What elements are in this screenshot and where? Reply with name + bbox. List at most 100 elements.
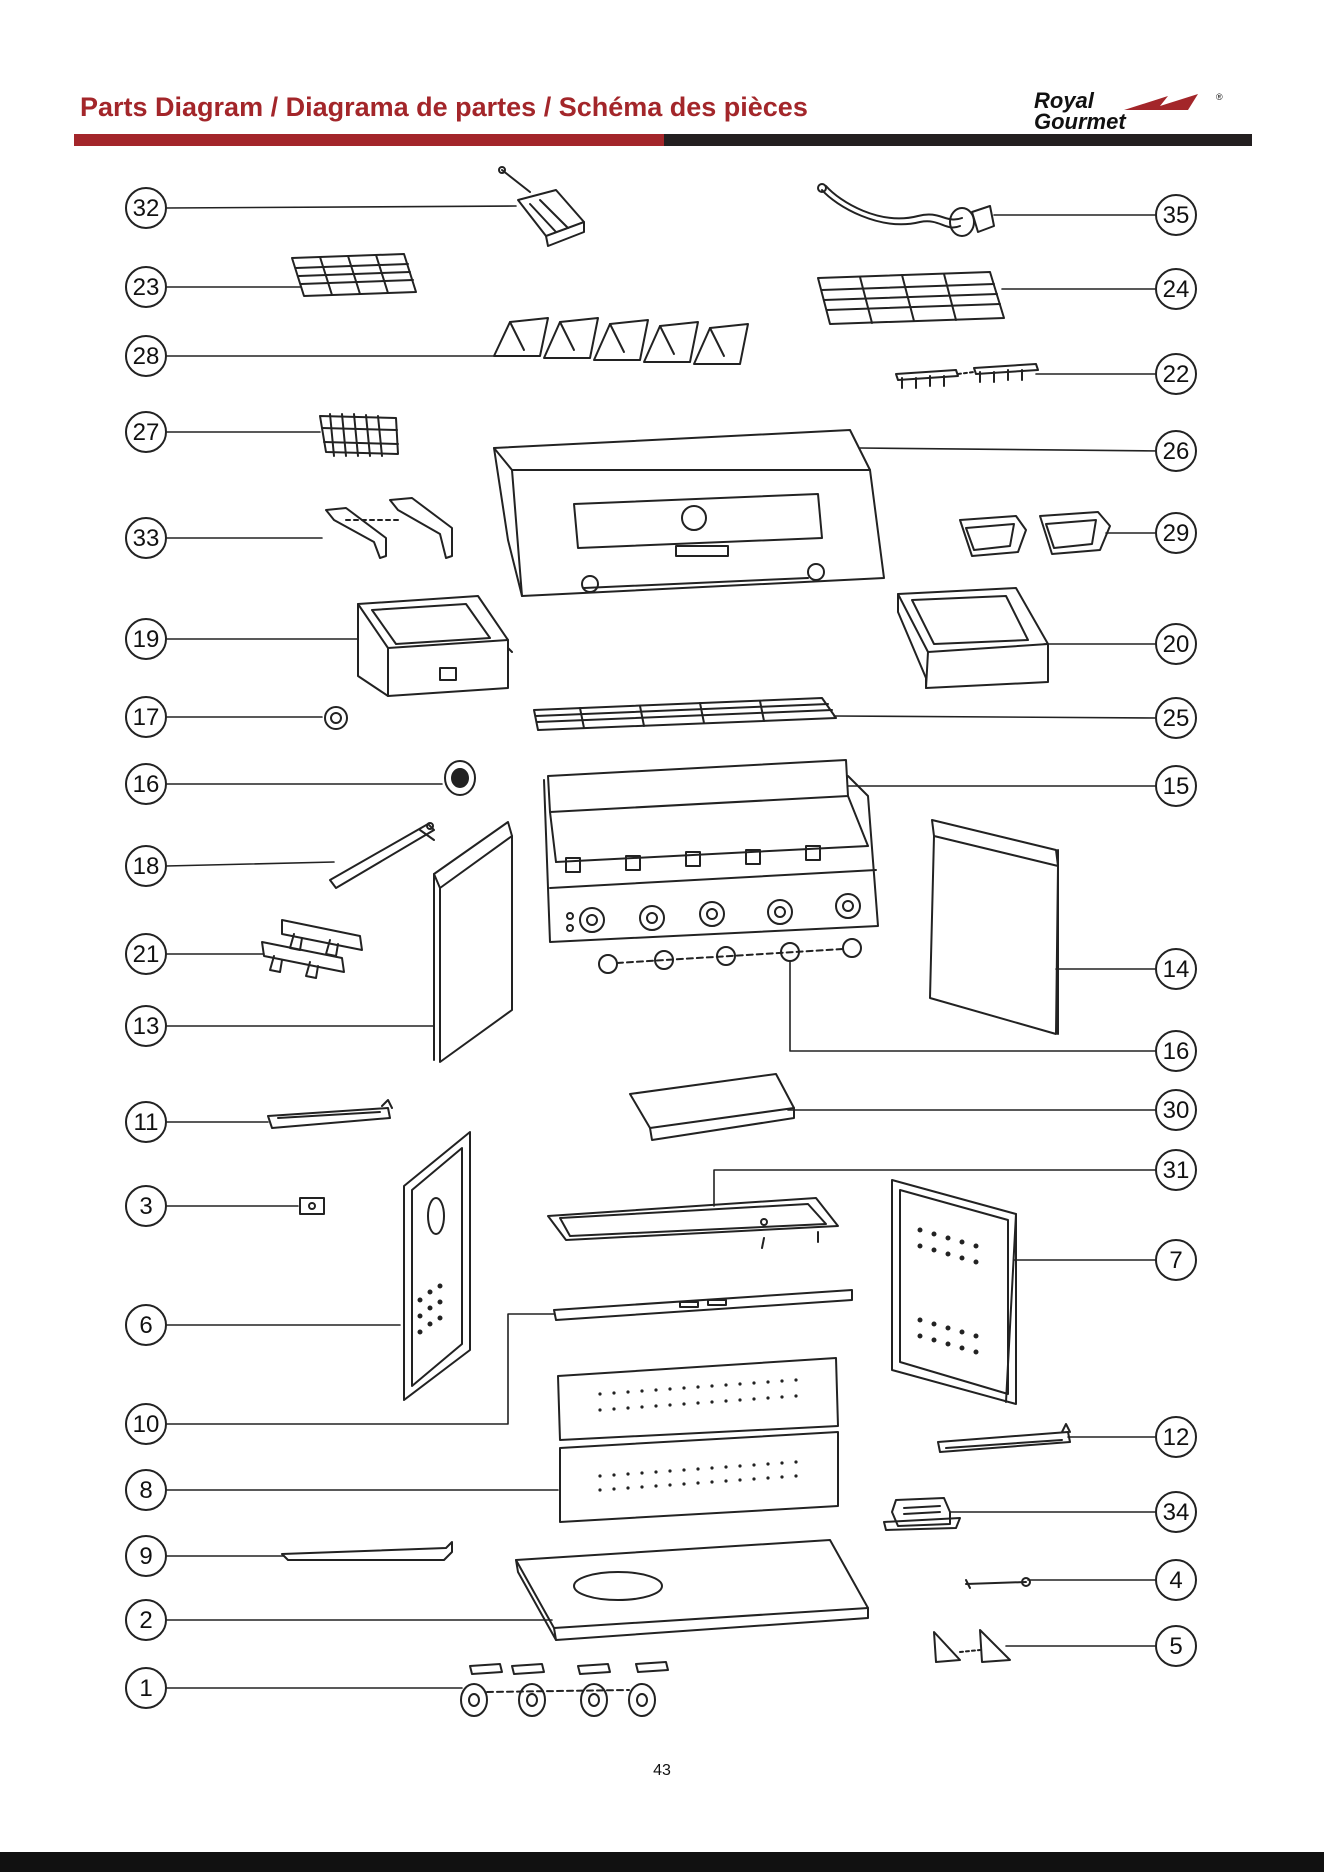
callout-label-24: 24 <box>1163 276 1190 303</box>
part-24-cooking-grate-large <box>818 272 1004 324</box>
callout-9: 9 <box>126 1536 166 1576</box>
part-8-back-panels <box>558 1358 838 1522</box>
caster <box>461 1664 502 1716</box>
callout-20: 20 <box>1156 624 1196 664</box>
part-13-left-side-panel <box>434 822 512 1062</box>
logo-flame-icon <box>1124 94 1198 110</box>
callout-label-13: 13 <box>133 1013 160 1040</box>
callout-35: 35 <box>1156 195 1196 235</box>
callout-label-10: 10 <box>133 1411 160 1438</box>
part-22-hangers <box>896 364 1038 388</box>
callout-label-25: 25 <box>1163 705 1190 732</box>
callout-label-19: 19 <box>133 626 160 653</box>
callout-10: 10 <box>126 1404 166 1444</box>
callout-1: 1 <box>126 1668 166 1708</box>
callout-label-21: 21 <box>133 941 160 968</box>
part-34-grease-box <box>884 1498 960 1530</box>
callout-34: 34 <box>1156 1492 1196 1532</box>
callouts-left: 32 23 28 27 33 19 17 16 <box>126 188 166 1708</box>
callout-25: 25 <box>1156 698 1196 738</box>
callout-label-3: 3 <box>139 1193 152 1220</box>
part-21-tool-hooks <box>262 920 362 978</box>
part-18-rod <box>330 823 434 888</box>
callout-label-31: 31 <box>1163 1157 1190 1184</box>
callout-22: 22 <box>1156 354 1196 394</box>
callout-label-30: 30 <box>1163 1097 1190 1124</box>
part-25-warming-rack <box>534 698 836 730</box>
title-rule <box>74 134 1252 146</box>
part-23-cooking-grate-small <box>292 254 416 296</box>
part-19-side-burner <box>358 596 512 696</box>
callout-13: 13 <box>126 1006 166 1046</box>
callout-label-12: 12 <box>1163 1424 1190 1451</box>
callout-29: 29 <box>1156 513 1196 553</box>
bottom-bar <box>0 1852 1324 1872</box>
caster <box>512 1664 545 1716</box>
callout-11: 11 <box>126 1102 166 1142</box>
part-10-crossbar <box>554 1290 852 1320</box>
callout-label-35: 35 <box>1163 202 1190 229</box>
part-2-bottom-shelf <box>516 1540 868 1640</box>
callout-23: 23 <box>126 267 166 307</box>
part-28-heat-tents <box>494 318 748 364</box>
callout-label-34: 34 <box>1163 1499 1190 1526</box>
part-29-grease-cups <box>960 512 1110 556</box>
callout-14: 14 <box>1156 949 1196 989</box>
part-16-knob-row <box>599 939 861 973</box>
callout-15: 15 <box>1156 766 1196 806</box>
part-5-corner-braces <box>934 1630 1010 1662</box>
callout-33: 33 <box>126 518 166 558</box>
part-12-bracket <box>938 1424 1070 1452</box>
callouts-right: 35 24 22 26 29 20 25 15 <box>1156 195 1196 1666</box>
callout-label-22: 22 <box>1163 361 1190 388</box>
callout-label-1: 1 <box>139 1675 152 1702</box>
part-26-grill-lid <box>494 430 884 596</box>
callout-19: 19 <box>126 619 166 659</box>
registered-mark: ® <box>1216 92 1223 102</box>
callout-label-5: 5 <box>1169 1633 1182 1660</box>
part-1-casters <box>461 1662 668 1716</box>
callout-30: 30 <box>1156 1090 1196 1130</box>
caster <box>629 1662 668 1716</box>
callout-label-33: 33 <box>133 525 160 552</box>
callout-12: 12 <box>1156 1417 1196 1457</box>
callout-31: 31 <box>1156 1150 1196 1190</box>
callout-17: 17 <box>126 697 166 737</box>
parts-diagram: 32 23 28 27 33 19 17 16 <box>0 150 1324 1770</box>
callout-label-32: 32 <box>133 195 160 222</box>
callout-label-16-right: 16 <box>1163 1038 1190 1065</box>
callout-label-28: 28 <box>133 343 160 370</box>
part-4-screw <box>966 1578 1030 1588</box>
callout-label-8: 8 <box>139 1477 152 1504</box>
leader-lines <box>166 206 1160 1688</box>
callout-16-right: 16 <box>1156 1031 1196 1071</box>
callout-26: 26 <box>1156 431 1196 471</box>
callout-21: 21 <box>126 934 166 974</box>
callout-label-9: 9 <box>139 1543 152 1570</box>
callout-label-18: 18 <box>133 853 160 880</box>
callout-label-23: 23 <box>133 274 160 301</box>
callout-6: 6 <box>126 1305 166 1345</box>
callout-label-6: 6 <box>139 1312 152 1339</box>
callout-label-11: 11 <box>134 1109 159 1136</box>
part-17-knob-small <box>325 707 347 729</box>
callout-label-29: 29 <box>1163 520 1190 547</box>
part-27-warming-rack-small <box>320 414 398 456</box>
part-6-left-door <box>404 1132 470 1400</box>
callout-label-27: 27 <box>133 419 160 446</box>
part-7-right-door <box>892 1180 1016 1404</box>
part-15-grill-body <box>544 760 878 942</box>
callout-7: 7 <box>1156 1240 1196 1280</box>
callout-label-14: 14 <box>1163 956 1190 983</box>
logo-line-2: Gourmet <box>1034 109 1127 132</box>
callout-28: 28 <box>126 336 166 376</box>
part-35-regulator-hose <box>818 184 994 236</box>
callout-16: 16 <box>126 764 166 804</box>
part-16-control-knob <box>445 761 475 795</box>
part-33-side-brackets <box>326 498 452 558</box>
title-rule-dark <box>664 134 1252 146</box>
part-9-rod <box>282 1542 452 1560</box>
callout-4: 4 <box>1156 1560 1196 1600</box>
callout-label-2: 2 <box>139 1607 152 1634</box>
callout-label-4: 4 <box>1169 1567 1182 1594</box>
